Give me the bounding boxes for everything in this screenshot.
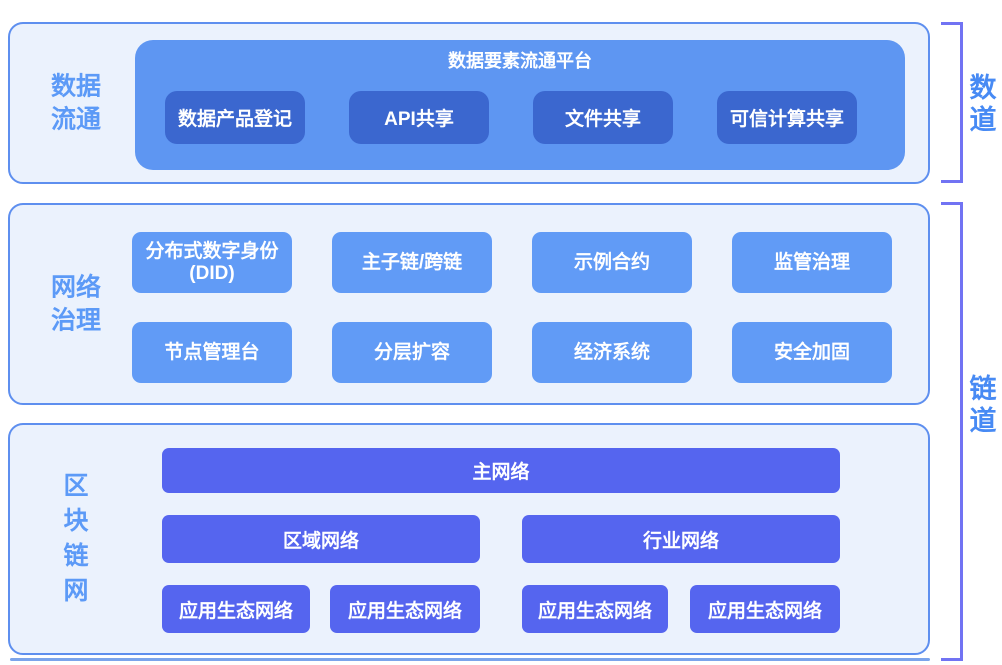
bottom-divider-line [10,658,930,661]
bar-regional-network[interactable]: 区域网络 [162,515,480,563]
governance-grid: 分布式数字身份 (DID) 主子链/跨链 示例合约 监管治理 节点管理台 分层扩… [132,232,892,383]
platform-title: 数据要素流通平台 [448,51,592,71]
section-blockchain-network: 区 块 链 网 主网络 区域网络 行业网络 应用生态网络 应用生态网络 应用生态… [8,423,930,655]
bar-app-ecosystem-network[interactable]: 应用生态网络 [162,585,310,633]
button-economic-system[interactable]: 经济系统 [532,322,692,383]
button-example-contract[interactable]: 示例合约 [532,232,692,293]
button-node-management[interactable]: 节点管理台 [132,322,292,383]
annotation-data-channel: 数 道 [969,73,997,135]
button-data-product-register[interactable]: 数据产品登记 [165,91,305,144]
bracket-chain-channel [941,202,963,661]
section-label-network-governance: 网络 治理 [50,273,101,335]
button-main-sub-cross-chain[interactable]: 主子链/跨链 [332,232,492,293]
sub-network-row: 区域网络 行业网络 [162,515,840,563]
button-trusted-computing-sharing[interactable]: 可信计算共享 [717,91,857,144]
annotation-chain-channel: 链 道 [969,374,997,436]
button-supervision-governance[interactable]: 监管治理 [732,232,892,293]
button-layered-expansion[interactable]: 分层扩容 [332,322,492,383]
platform-button-row: 数据产品登记 API共享 文件共享 可信计算共享 [165,91,857,144]
button-security-hardening[interactable]: 安全加固 [732,322,892,383]
blockchain-network-content: 主网络 区域网络 行业网络 应用生态网络 应用生态网络 应用生态网络 应用生态网… [162,448,840,633]
section-data-circulation: 数据 流通 数据要素流通平台 数据产品登记 API共享 文件共享 可信计算共享 [8,22,930,184]
button-file-sharing[interactable]: 文件共享 [533,91,673,144]
button-did[interactable]: 分布式数字身份 (DID) [132,232,292,293]
bar-main-network[interactable]: 主网络 [162,448,840,493]
data-platform-box: 数据要素流通平台 数据产品登记 API共享 文件共享 可信计算共享 [135,40,905,170]
bar-industry-network[interactable]: 行业网络 [522,515,840,563]
bar-app-ecosystem-network[interactable]: 应用生态网络 [690,585,840,633]
section-label-blockchain-network: 区 块 链 网 [63,472,89,605]
button-api-sharing[interactable]: API共享 [349,91,489,144]
section-network-governance: 网络 治理 分布式数字身份 (DID) 主子链/跨链 示例合约 监管治理 节点管… [8,203,930,405]
bar-app-ecosystem-network[interactable]: 应用生态网络 [330,585,480,633]
app-network-row: 应用生态网络 应用生态网络 应用生态网络 应用生态网络 [162,585,840,633]
section-label-data-circulation: 数据 流通 [50,72,101,134]
bar-app-ecosystem-network[interactable]: 应用生态网络 [522,585,668,633]
bracket-data-channel [941,22,963,183]
